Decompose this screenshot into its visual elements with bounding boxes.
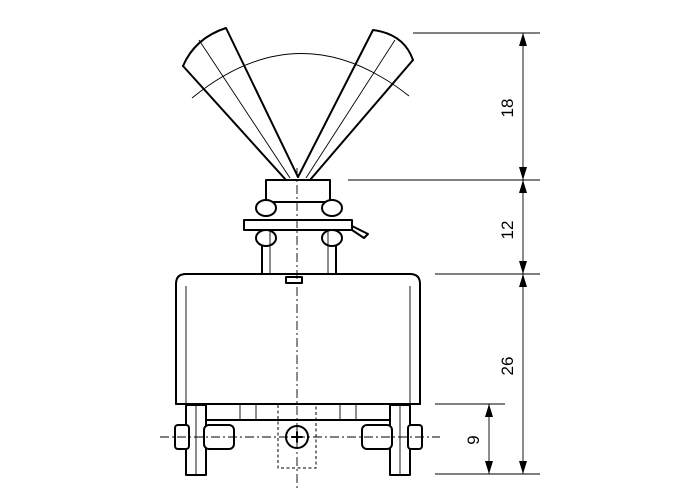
terminal-lug-right [361,404,423,476]
dimension-label-body-height: 26 [498,357,517,376]
dimension-label-lever-height: 18 [498,99,517,118]
lever-swing-arc [191,53,410,99]
switch-body [175,273,421,421]
lever-left-position [182,27,299,181]
extension-lines [348,32,540,475]
bushing-stem [261,245,337,275]
lever-right-position [297,29,414,181]
dimension-label-terminal-height: 9 [464,435,483,444]
dimension-lines [485,33,527,474]
terminal-lug-left [174,404,235,476]
mounting-nut [243,199,369,247]
dimension-label-bushing-height: 12 [498,221,517,240]
bushing-cap [265,179,331,203]
